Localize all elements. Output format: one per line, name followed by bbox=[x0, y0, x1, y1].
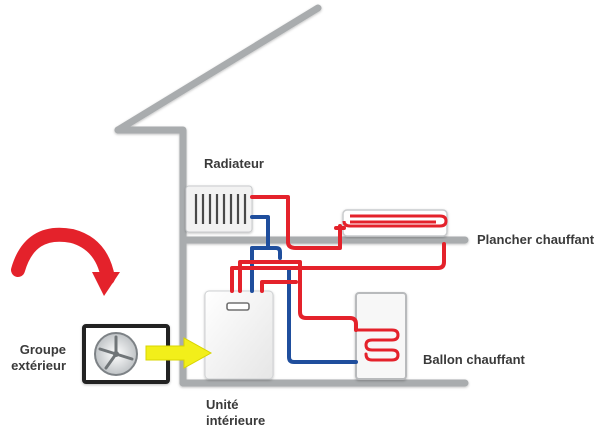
radiator-label: Radiateur bbox=[204, 156, 264, 171]
outdoor-unit-label-line1: Groupe bbox=[19, 342, 66, 357]
outdoor-unit-label-line2: extérieur bbox=[11, 358, 66, 373]
hot-water-tank-label: Ballon chauffant bbox=[423, 352, 525, 367]
hot-pipes bbox=[230, 195, 446, 332]
floor-heating-label: Plancher chauffant bbox=[477, 232, 595, 247]
floor-heating bbox=[342, 209, 448, 237]
roof-line bbox=[114, 4, 322, 134]
radiator bbox=[185, 185, 253, 233]
indoor-unit-label-line2: intérieure bbox=[206, 413, 266, 428]
indoor-unit bbox=[204, 290, 274, 380]
house-structure bbox=[114, 4, 469, 387]
outdoor-unit-label: Groupe extérieur bbox=[6, 342, 66, 374]
flow-arrow-icon bbox=[145, 337, 213, 369]
indoor-unit-label: Unité intérieure bbox=[206, 397, 265, 429]
eave-line bbox=[114, 126, 187, 387]
tank-coil bbox=[354, 328, 400, 362]
curved-arrow-icon bbox=[11, 227, 120, 296]
outdoor-unit bbox=[82, 324, 170, 384]
indoor-unit-label-line1: Unité bbox=[206, 397, 239, 412]
